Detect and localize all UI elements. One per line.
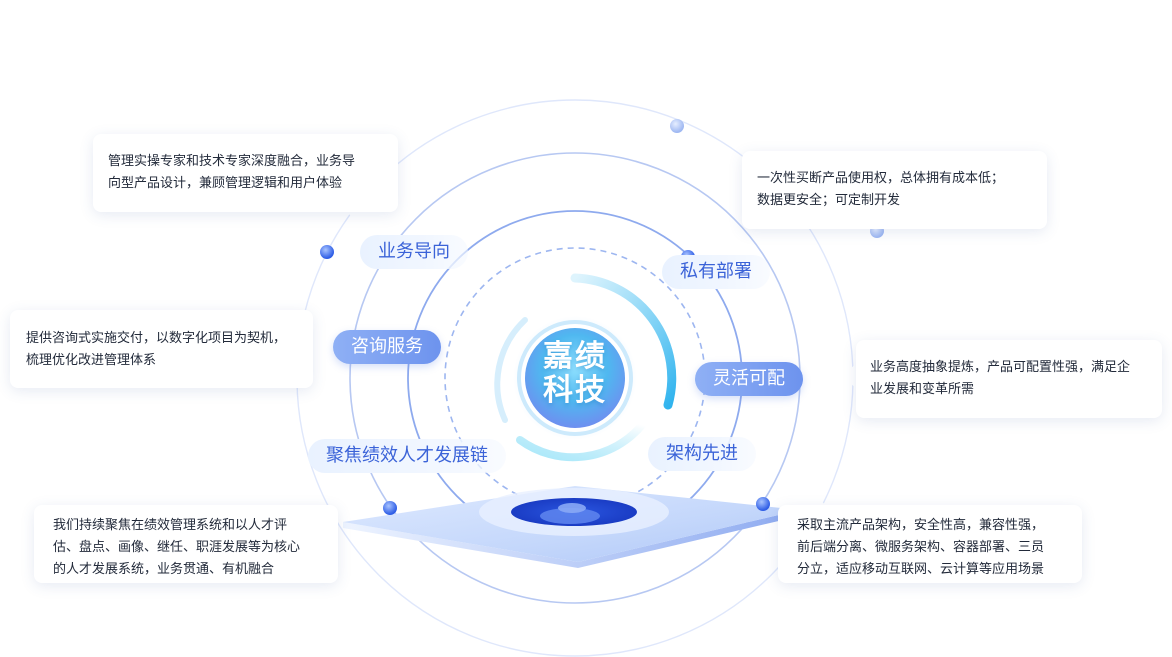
feature-pill-consulting-service[interactable]: 咨询服务 [333,330,441,364]
platform-hole-core [558,503,586,513]
card-line: 前后端分离、微服务架构、容器部署、三员 [797,540,1045,555]
card-tail-3 [312,333,330,360]
core-arc-secondary [516,421,646,462]
card-tail-5 [288,490,316,506]
card-line: 估、盘点、画像、继任、职涯发展等为核心 [53,540,301,555]
feature-pill-private-deployment[interactable]: 私有部署 [662,255,770,289]
feature-card-business-oriented: 管理实操专家和技术专家深度融合，业务导 向型产品设计，兼顾管理逻辑和用户体验 [93,134,398,212]
core-circle [525,328,625,428]
feature-pill-flexible-config[interactable]: 灵活可配 [695,362,803,396]
core-arc-left [494,317,528,423]
card-line: 梳理优化改进管理体系 [26,353,157,368]
core-arc-primary [570,273,677,410]
card-line: 提供咨询式实施交付，以数字化项目为契机， [26,331,287,346]
feature-card-flexible-config: 业务高度抽象提炼，产品可配置性强，满足企 业发展和变革所需 [856,340,1162,418]
orbit-dot-1 [320,245,334,259]
feature-pill-advanced-architecture[interactable]: 架构先进 [648,437,756,471]
card-line: 采取主流产品架构，安全性高，兼容性强， [797,518,1045,533]
feature-card-advanced-architecture: 采取主流产品架构，安全性高，兼容性强， 前后端分离、微服务架构、容器部署、三员 … [778,505,1082,583]
card-tail-2 [766,225,796,243]
orbit-dot-2 [670,119,684,133]
feature-pill-business-oriented[interactable]: 业务导向 [360,235,468,269]
orbit-dot-5 [383,501,397,515]
card-line: 一次性买断产品使用权，总体拥有成本低； [757,171,1005,186]
platform-edge [343,510,800,568]
card-line: 数据更安全；可定制开发 [757,193,901,208]
card-line: 业发展和变革所需 [870,382,975,397]
core-label-line1: 嘉绩 [543,339,607,374]
card-line: 分立，适应移动互联网、云计算等应用场景 [797,562,1045,577]
feature-card-talent-chain: 我们持续聚焦在绩效管理系统和以人才评 估、盘点、画像、继任、职涯发展等为核心 的… [34,505,338,583]
card-line: 业务高度抽象提炼，产品可配置性强，满足企 [870,360,1131,375]
card-line: 我们持续聚焦在绩效管理系统和以人才评 [53,518,288,533]
platform-hole-inner [540,508,600,524]
feature-pill-talent-chain[interactable]: 聚焦绩效人才发展链 [308,439,506,473]
core-label-line2: 科技 [543,373,607,408]
feature-card-consulting-service: 提供咨询式实施交付，以数字化项目为契机， 梳理优化改进管理体系 [10,310,313,388]
card-tail-4 [842,362,858,390]
card-tail-6 [800,490,830,508]
card-line: 向型产品设计，兼顾管理逻辑和用户体验 [108,176,343,191]
feature-card-private-deployment: 一次性买断产品使用权，总体拥有成本低； 数据更安全；可定制开发 [742,151,1047,229]
orbit-dot-6 [756,497,770,511]
card-tail-1 [346,210,372,228]
card-line: 管理实操专家和技术专家深度融合，业务导 [108,154,356,169]
card-line: 的人才发展系统，业务贯通、有机融合 [53,562,275,577]
core-label: 嘉绩 科技 [520,340,630,408]
